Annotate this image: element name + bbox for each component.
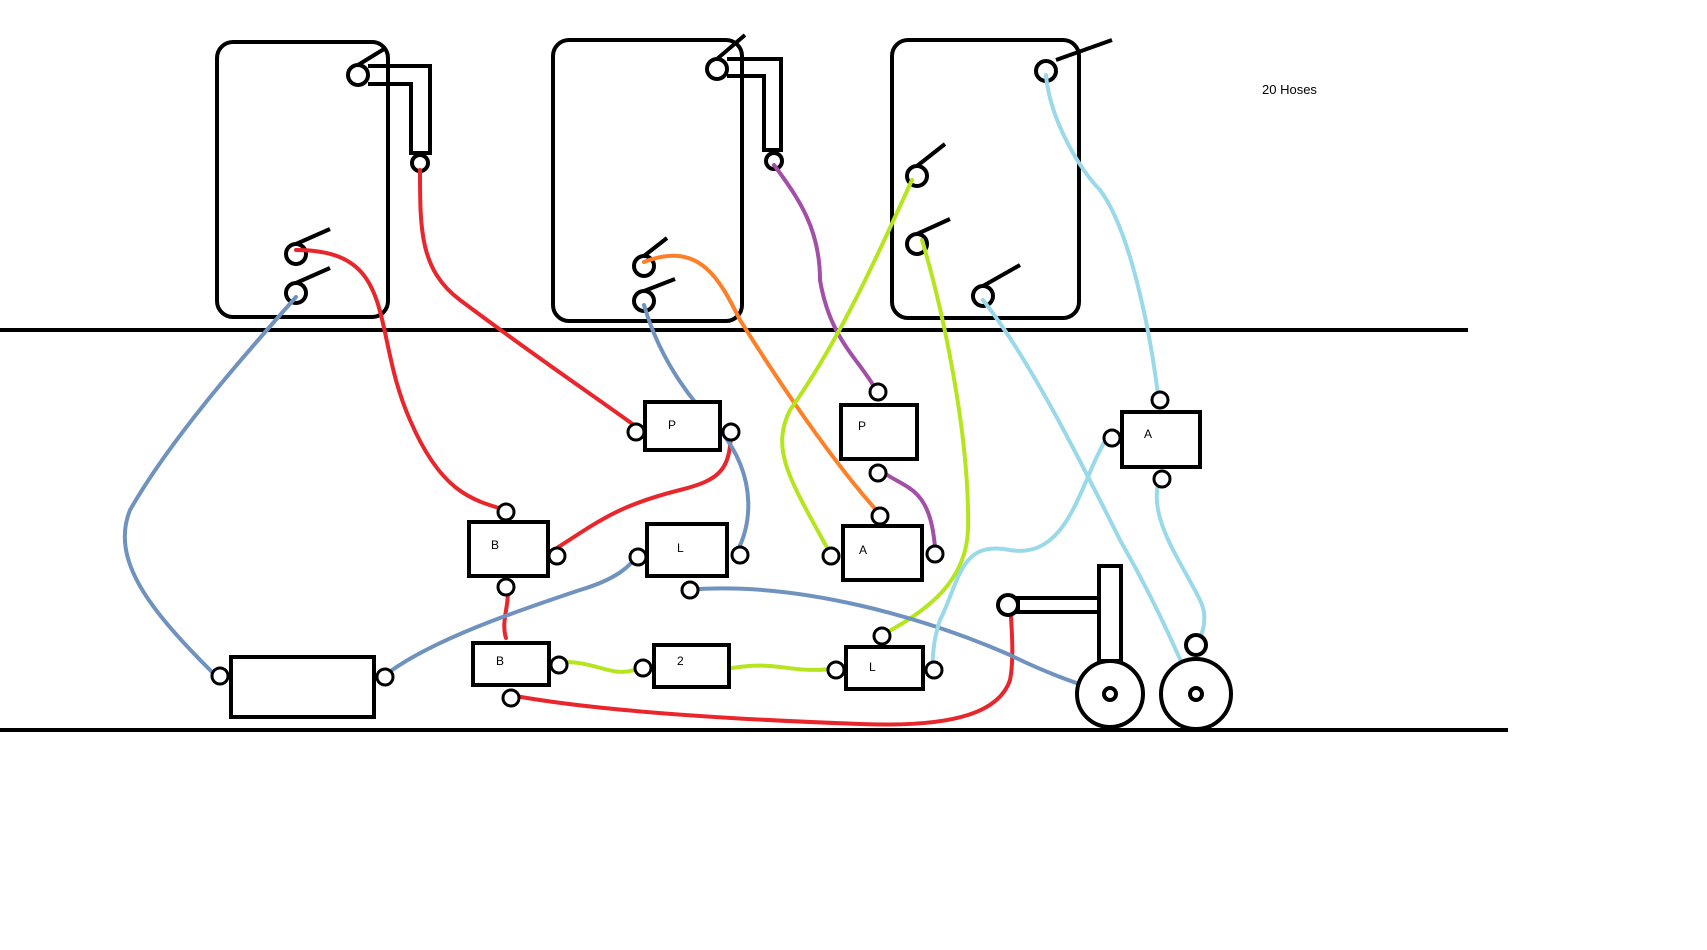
hose-sky-a-to-l bbox=[928, 434, 1110, 670]
connector-b-upper bbox=[467, 520, 550, 578]
hose-lime-tank-to-l bbox=[878, 238, 971, 638]
trolley bbox=[996, 564, 1233, 731]
connector-l-mid bbox=[645, 522, 729, 578]
label-2: 2 bbox=[677, 654, 684, 668]
connector-l-lower bbox=[844, 645, 925, 691]
label-l-lower: L bbox=[869, 660, 876, 674]
tank-left bbox=[215, 40, 432, 319]
hose-red-p-to-b bbox=[555, 430, 733, 550]
label-l-mid: L bbox=[677, 541, 684, 555]
hose-purple-tank-to-p bbox=[772, 163, 878, 392]
tank-right bbox=[890, 38, 1113, 320]
hose-steel-tank-to-box bbox=[122, 295, 298, 674]
label-p-right: P bbox=[858, 419, 866, 433]
hose-count-note: 20 Hoses bbox=[1262, 82, 1317, 97]
label-a-right: A bbox=[1144, 427, 1152, 441]
hose-sky-tank-to-trolley bbox=[981, 298, 1198, 697]
hose-lime-b-to-2 bbox=[554, 659, 642, 674]
hose-red-tank-to-p bbox=[418, 168, 640, 430]
hose-sky-a-to-trolley bbox=[1154, 482, 1207, 647]
hose-sky-tank-to-a bbox=[1044, 73, 1160, 397]
connector-big-box bbox=[229, 655, 376, 719]
label-a-mid: A bbox=[859, 543, 867, 557]
hose-lime-2-to-l bbox=[730, 663, 842, 672]
label-b-lower: B bbox=[496, 654, 504, 668]
hose-steel-box-to-l bbox=[382, 554, 639, 678]
connector-a-right bbox=[1120, 410, 1202, 469]
hose-lime-tank-to-a bbox=[780, 178, 914, 555]
connector-a-mid bbox=[841, 524, 924, 582]
label-p-top: P bbox=[668, 418, 676, 432]
connector-2 bbox=[652, 643, 731, 689]
hose-red-b-to-trolley bbox=[508, 601, 1015, 727]
connector-p-top bbox=[643, 400, 722, 452]
connector-p-right bbox=[839, 403, 919, 461]
tank-middle bbox=[551, 33, 784, 323]
label-b-upper: B bbox=[491, 538, 499, 552]
hose-red-tank-to-b bbox=[294, 248, 508, 512]
hose-orange-tank-to-a bbox=[642, 253, 880, 514]
connector-b-lower bbox=[471, 641, 551, 687]
